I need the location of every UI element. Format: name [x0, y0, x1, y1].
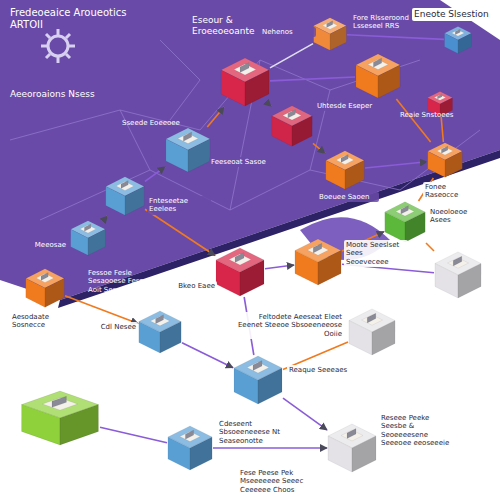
connector: [213, 447, 327, 449]
wire: [441, 117, 443, 142]
cube-shape: [313, 17, 347, 51]
region-edge: [58, 150, 500, 308]
device-cube: Noeoloeoe Asees: [384, 201, 426, 243]
device-cube: Uhtesde Eseper: [271, 105, 313, 147]
purple-region: [0, 0, 500, 300]
connector: [145, 209, 215, 255]
device-cube: Fonee Raseocce: [427, 142, 463, 178]
device-cube: [355, 53, 401, 99]
cube-shape: [165, 127, 211, 173]
cube-shape: [220, 57, 270, 107]
wire: [347, 35, 444, 40]
cube-label: Noeoloeoe Asees: [428, 207, 478, 226]
device-cube: Feltodete Aeeseat Eleet Eeenet Steeoe Sb…: [348, 308, 396, 356]
cube-label: Bkeo Eaee: [167, 281, 217, 291]
cube-shape: [434, 251, 482, 299]
note-label: Fese Peese Pek Mseeeeeee Seeec Ceeeeee C…: [238, 468, 328, 495]
device-cube: Fore Rlsseroond Lsseseel RRS: [313, 17, 347, 51]
cube-shape: [105, 176, 145, 216]
cube-label: Nehenos: [260, 27, 316, 37]
connector: [207, 107, 224, 127]
note-label: Reaie Snstoees: [398, 110, 464, 120]
cube-shape: [271, 105, 313, 147]
device-cube: Fnteseetae Eeelees: [105, 176, 145, 216]
wire: [100, 427, 167, 442]
device-cube: [20, 390, 100, 446]
cube-label: Fnteseetae Eeelees: [147, 196, 211, 215]
cube-label: Reseee Peeke Seesbe & Seoeeeesene Seeeoe…: [379, 413, 453, 449]
wire: [426, 243, 434, 251]
device-cube: Reaque Seeeaes: [233, 355, 283, 405]
note-label: Eseour & Eroeeoeoante: [190, 14, 289, 38]
connector: [104, 216, 108, 220]
cube-shape: [70, 220, 106, 256]
device-cube: Meeosae: [70, 220, 106, 256]
cube-label: Meeosae: [0, 240, 68, 250]
device-cube: Feeseoat Sasoe: [165, 127, 211, 173]
note-label: Sseede Eoeeoee: [120, 118, 184, 128]
note-label: Eneote Slsestion: [412, 8, 496, 21]
device-cube: Reseee Peeke Seesbe & Seoeeeesene Seeeoe…: [327, 423, 377, 473]
device-cube: Bkeo Eaee: [215, 247, 265, 297]
connector: [145, 167, 165, 182]
cube-shape: [215, 247, 265, 297]
connector: [313, 143, 325, 153]
device-cube: [434, 251, 482, 299]
cube-shape: [167, 425, 213, 471]
cube-shape: [384, 201, 426, 243]
device-cube: Nehenos: [220, 57, 270, 107]
device-cube: Cdl Nesee: [138, 310, 182, 354]
cube-label: Aesodaate Sosnecce: [10, 312, 86, 331]
device-cube: Boeuee Saoen: [325, 150, 365, 190]
device-cube: Cdeseent Sbsoeeneeese Nt Seaseonotte: [167, 425, 213, 471]
cube-label: Feltodete Aeeseat Eleet Eeenet Steeoe Sb…: [232, 312, 344, 339]
wire: [270, 77, 355, 81]
cube-shape: [355, 53, 401, 99]
diagram-title: Fredeoeaice Aroueotics ARTOII: [8, 6, 142, 32]
cube-label: Cdl Nesee: [84, 322, 138, 332]
note-label: Aeeoroaions Nsess: [8, 88, 102, 101]
device-cube: [444, 26, 472, 54]
connector: [270, 44, 313, 68]
cube-label: Cdeseent Sbsoeeneeese Nt Seaseonotte: [217, 419, 293, 446]
note-label: Fessoe Fesle Sesaooese Fesnnc Aoit Sesoe…: [86, 268, 166, 295]
cube-label: Reaque Seeeaes: [287, 365, 351, 375]
cube-shape: [327, 423, 377, 473]
cube-shape: [444, 26, 472, 54]
cube-shape: [427, 142, 463, 178]
connector: [265, 265, 294, 269]
cube-label: Boeuee Saoen: [317, 192, 379, 202]
gear-icon: [41, 29, 75, 63]
connector: [365, 162, 427, 168]
cube-shape: [294, 238, 342, 286]
cube-label: Fonee Raseocce: [423, 182, 479, 201]
cube-shape: [20, 390, 100, 446]
device-cube: Aesodaate Sosnecce: [25, 268, 65, 308]
map-lines: [10, 40, 480, 260]
connector: [270, 105, 271, 108]
cube-label: Feeseoat Sasoe: [209, 157, 271, 167]
cube-shape: [138, 310, 182, 354]
wire: [396, 99, 430, 142]
device-cube: Moote Seeslset Sees Seoeveceee: [294, 238, 342, 286]
cube-shape: [325, 150, 365, 190]
connector: [182, 343, 233, 368]
cube-shape: [348, 308, 396, 356]
cube-shape: [25, 268, 65, 308]
cube-label: Uhtesde Eseper: [315, 101, 377, 111]
cube-shape: [233, 355, 283, 405]
cube-label: Moote Seeslset Sees Seoeveceee: [344, 240, 408, 267]
